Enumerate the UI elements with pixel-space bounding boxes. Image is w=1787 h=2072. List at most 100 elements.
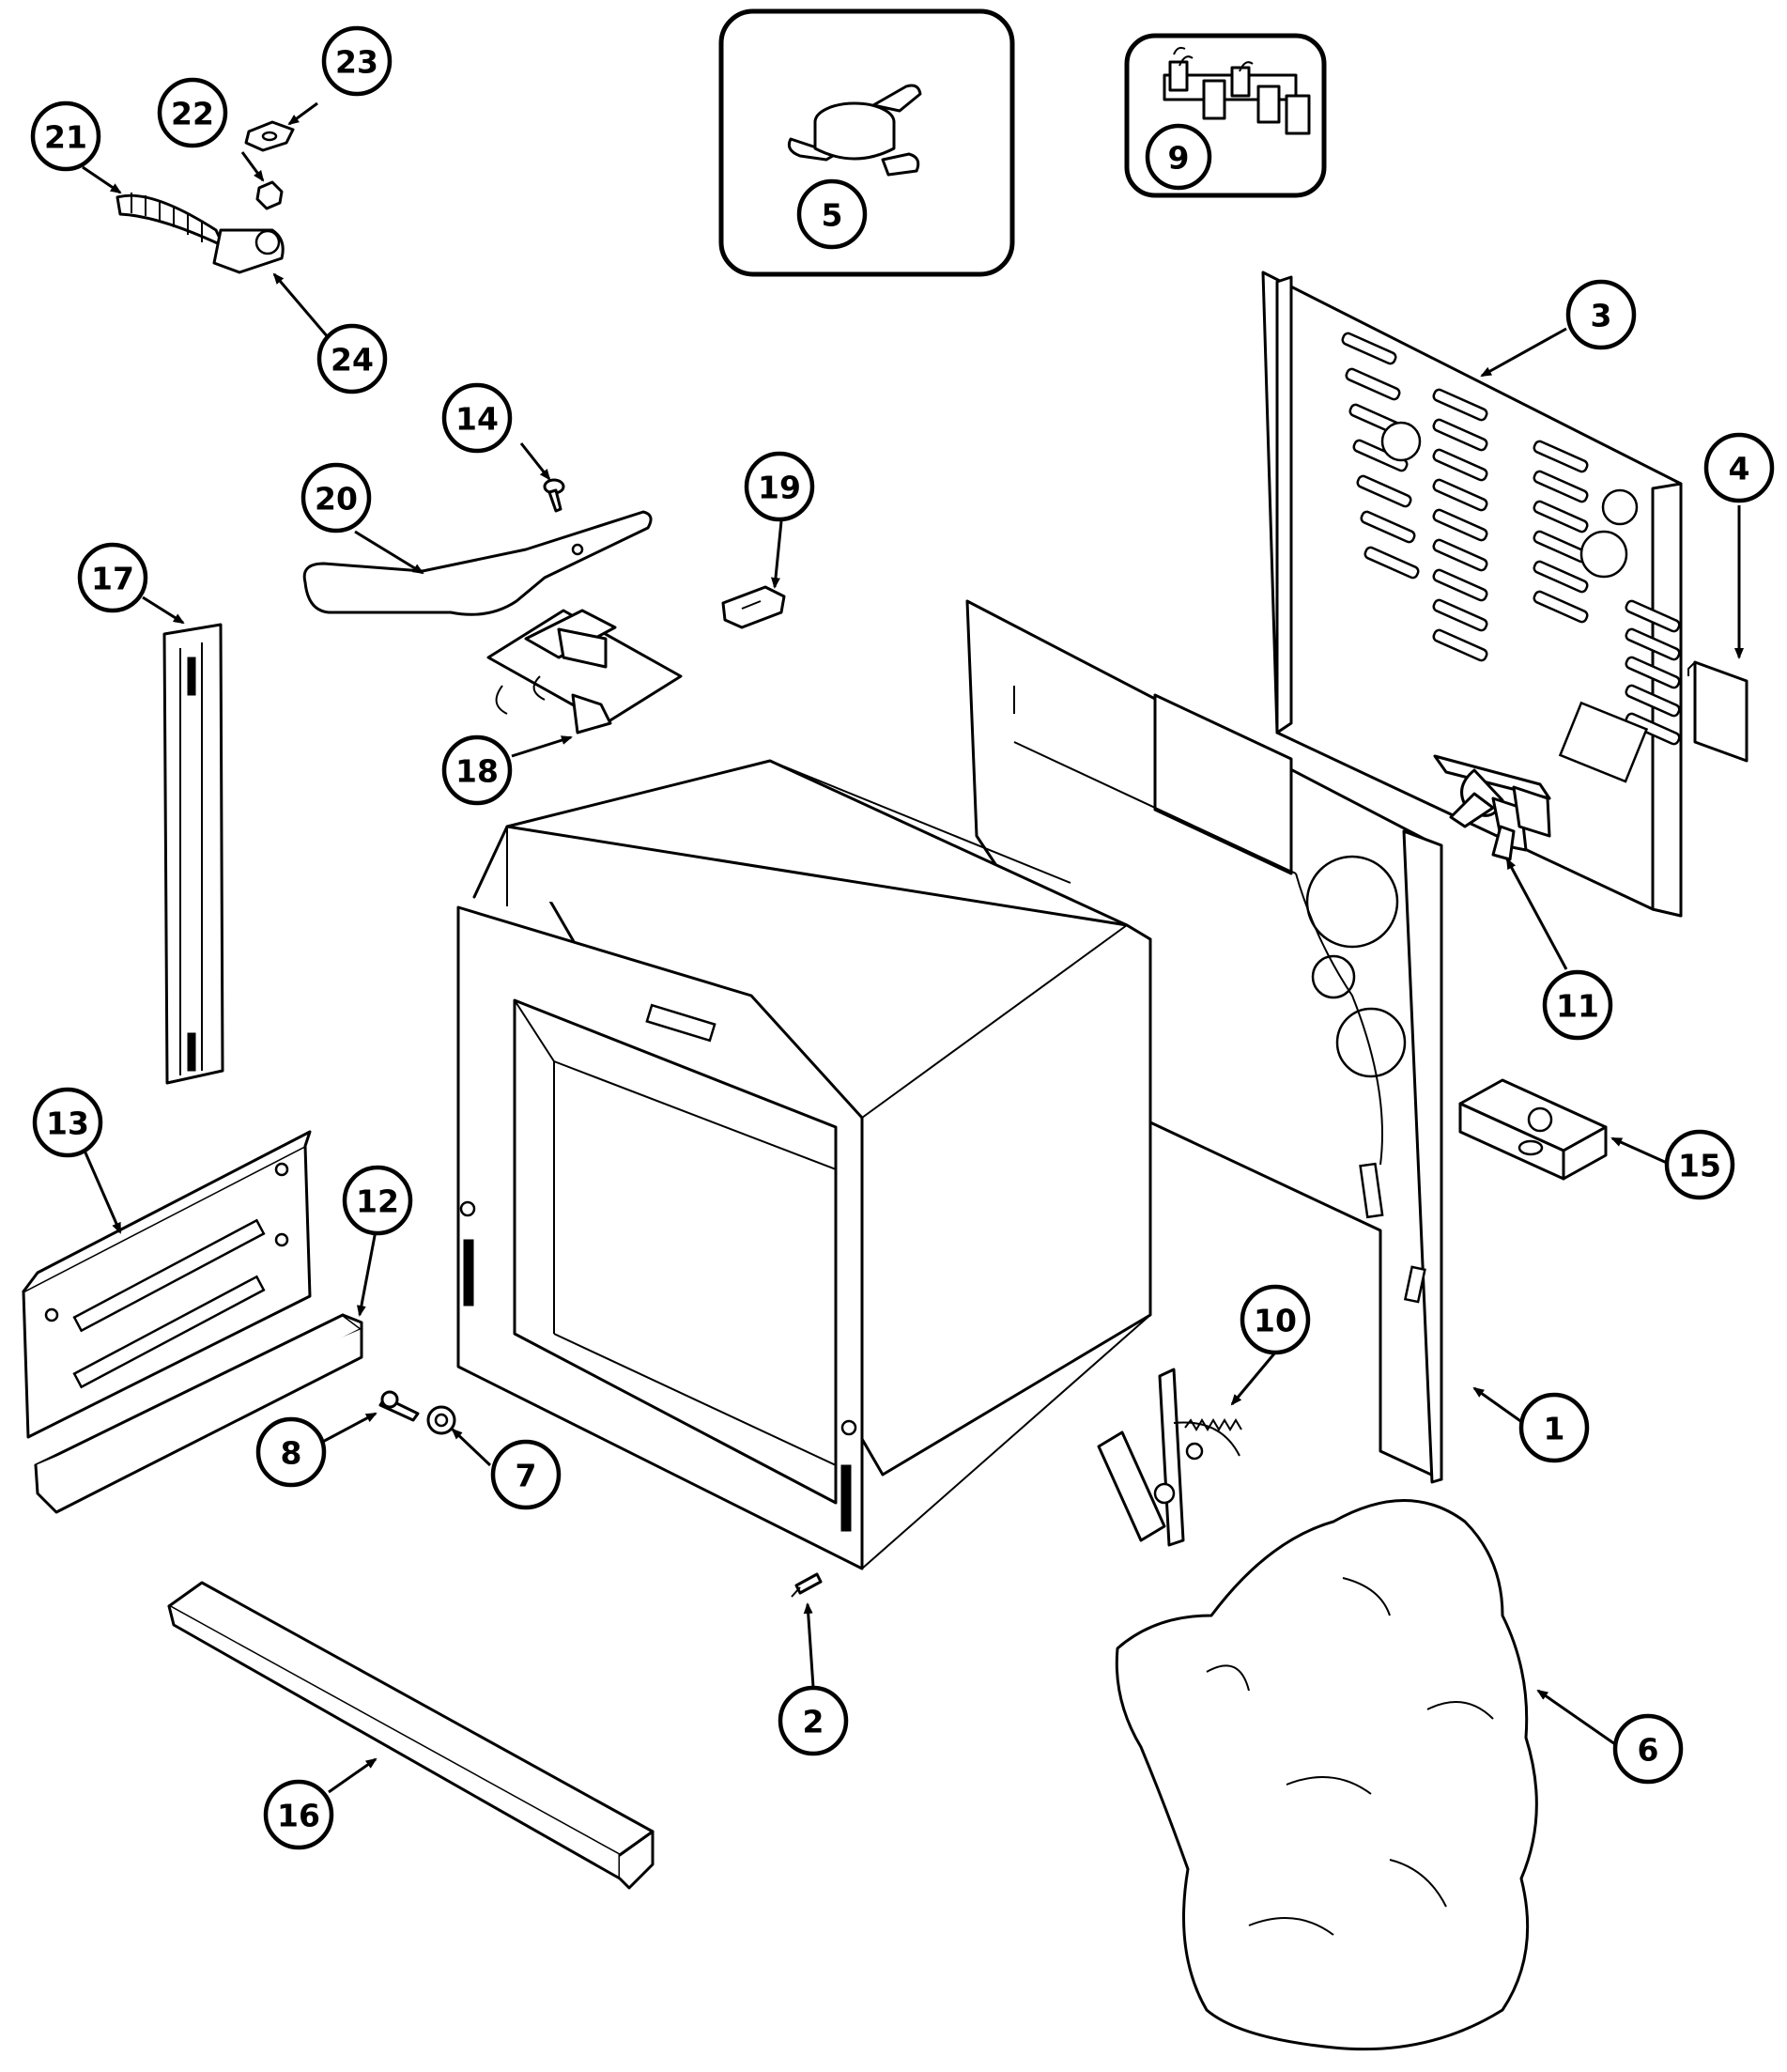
callout-label-24: 24 (331, 342, 374, 379)
callout-23: 23 (321, 25, 393, 97)
callout-label-2: 2 (803, 1704, 824, 1740)
leader-3 (1480, 327, 1567, 378)
vent-slot (1345, 367, 1401, 401)
callout-label-17: 17 (91, 561, 134, 597)
rear-back-panel (1261, 271, 1683, 918)
door-switch (721, 585, 786, 629)
flexible-hose-assembly (116, 193, 285, 274)
callout-label-20: 20 (315, 481, 358, 518)
vent-slot (1352, 439, 1409, 472)
vent-slot (1432, 568, 1488, 602)
leader-15 (1610, 1137, 1668, 1165)
callout-label-10: 10 (1254, 1303, 1297, 1339)
small-screw-2 (791, 1572, 823, 1598)
oven-insulation (1115, 1499, 1538, 2051)
vent-slot (1432, 448, 1488, 482)
callout-label-3: 3 (1591, 298, 1612, 334)
vent-slot (1432, 508, 1488, 542)
callout-label-5: 5 (822, 197, 843, 234)
leader-12 (356, 1220, 379, 1317)
callout-label-19: 19 (758, 470, 801, 506)
lower-trim-channel (34, 1313, 363, 1514)
callout-24: 24 (316, 323, 388, 394)
callout-2: 2 (778, 1685, 849, 1756)
inset-thermostat-box (718, 8, 1015, 277)
thermostat-part-drawing (787, 84, 922, 177)
callout-label-4: 4 (1729, 451, 1750, 487)
callout-label-8: 8 (281, 1435, 302, 1472)
callout-label-16: 16 (277, 1798, 320, 1834)
callout-19: 19 (744, 451, 815, 522)
vent-slot (1432, 478, 1488, 512)
callout-label-21: 21 (44, 119, 87, 156)
small-screw-8 (378, 1390, 420, 1422)
leader-2 (803, 1602, 815, 1688)
vent-slot (1432, 418, 1488, 452)
callout-4: 4 (1703, 432, 1775, 503)
door-lock-handle (302, 510, 653, 616)
leader-18 (511, 735, 573, 758)
callout-label-11: 11 (1556, 988, 1599, 1025)
small-spacer-7 (426, 1405, 456, 1435)
vertical-side-rail (162, 623, 224, 1085)
vent-slot (1356, 474, 1412, 508)
vent-slot (1625, 712, 1681, 746)
vent-slot (1625, 599, 1681, 633)
vent-slot (1625, 627, 1681, 661)
callout-7: 7 (490, 1439, 562, 1510)
small-bracket-plate (1687, 660, 1748, 763)
leader-19 (771, 520, 783, 589)
angle-bracket (1458, 1078, 1608, 1181)
vent-slot (1625, 684, 1681, 718)
vent-slot (1533, 560, 1589, 594)
rear-panel-hole (1380, 421, 1422, 462)
leader-20 (354, 530, 424, 575)
leader-24 (272, 272, 331, 339)
callout-13: 13 (32, 1087, 103, 1158)
callout-label-9: 9 (1168, 140, 1190, 177)
callout-22: 22 (157, 77, 228, 148)
callout-10: 10 (1240, 1284, 1311, 1355)
callout-15: 15 (1664, 1129, 1735, 1200)
leader-14 (519, 442, 551, 481)
rear-panel-vent-slots (1341, 332, 1681, 746)
small-washer-23 (244, 120, 295, 152)
oven-cavity (456, 759, 1152, 1570)
vent-slot (1360, 510, 1416, 544)
callout-label-18: 18 (455, 753, 499, 790)
callout-label-7: 7 (516, 1458, 537, 1494)
rear-panel-cutout (1558, 701, 1649, 783)
callout-label-22: 22 (171, 96, 214, 132)
rear-panel-hole (1579, 530, 1628, 579)
door-lock-mechanism (486, 609, 683, 734)
callout-20: 20 (300, 462, 372, 533)
callout-1: 1 (1518, 1392, 1590, 1463)
leader-23 (287, 101, 318, 126)
callout-5: 5 (796, 178, 868, 250)
leader-17 (142, 595, 185, 625)
callout-17: 17 (77, 542, 148, 613)
leader-21 (82, 165, 122, 194)
small-nut-22 (255, 180, 284, 210)
small-screw-14 (543, 478, 565, 513)
callout-label-14: 14 (455, 401, 499, 438)
callout-6: 6 (1612, 1713, 1684, 1785)
vent-slot (1533, 500, 1589, 533)
terminal-block-part-drawing (1163, 46, 1311, 135)
leader-10 (1230, 1352, 1277, 1406)
callout-label-23: 23 (335, 44, 378, 81)
vent-slot (1432, 538, 1488, 572)
callout-9: 9 (1145, 123, 1212, 191)
lower-front-panel (22, 1130, 312, 1439)
rear-panel-hole (1601, 488, 1639, 526)
leader-8 (316, 1412, 377, 1446)
leader-6 (1536, 1689, 1616, 1746)
vent-slot (1363, 546, 1420, 580)
callout-11: 11 (1542, 969, 1613, 1041)
vent-slot (1533, 440, 1589, 473)
callout-14: 14 (441, 382, 513, 454)
door-hinge (1097, 1368, 1242, 1547)
callout-label-13: 13 (46, 1106, 89, 1142)
vent-slot (1432, 388, 1488, 422)
